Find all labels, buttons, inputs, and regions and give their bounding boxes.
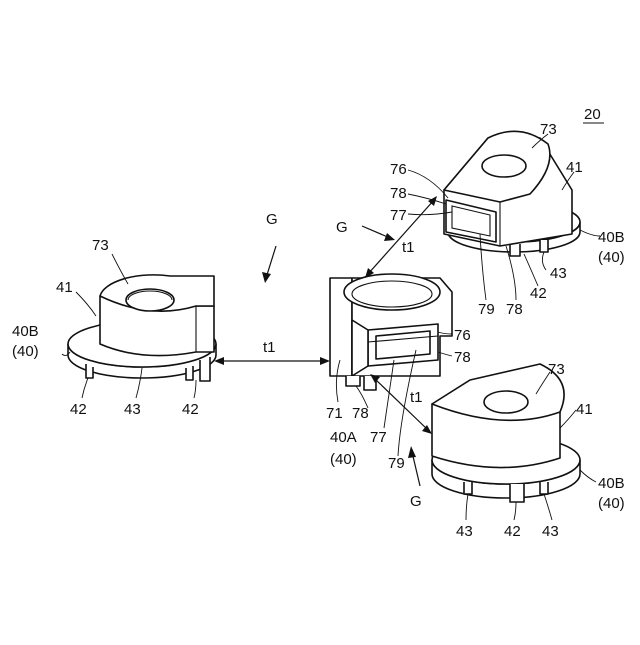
label-lr-41: 41 [576, 401, 593, 418]
label-ur-77: 77 [390, 207, 407, 224]
label-center-40a: 40A [330, 429, 357, 446]
label-left-40: (40) [12, 343, 39, 360]
label-t1-lower: t1 [410, 389, 423, 406]
upper-right-contact-unit [444, 131, 580, 256]
label-left-42a: 42 [70, 401, 87, 418]
lower-right-contact-unit [432, 364, 580, 502]
label-lr-43b: 43 [542, 523, 559, 540]
label-ur-78b: 78 [506, 301, 523, 318]
label-ur-76: 76 [390, 161, 407, 178]
label-ur-40: (40) [598, 249, 625, 266]
label-left-43: 43 [124, 401, 141, 418]
label-ur-78a: 78 [390, 185, 407, 202]
label-ur-73: 73 [540, 121, 557, 138]
figure-number-text: 20 [584, 106, 601, 123]
label-left-41: 41 [56, 279, 73, 296]
label-center-40: (40) [330, 451, 357, 468]
label-ur-43: 43 [550, 265, 567, 282]
label-center-79: 79 [388, 455, 405, 472]
label-ur-40b: 40B [598, 229, 625, 246]
label-center-78b: 78 [352, 405, 369, 422]
label-center-78a: 78 [454, 349, 471, 366]
label-g-bottom: G [410, 493, 422, 510]
label-left-42b: 42 [182, 401, 199, 418]
label-lr-40: (40) [598, 495, 625, 512]
label-g-top-left: G [266, 211, 278, 228]
label-lr-73: 73 [548, 361, 565, 378]
label-g-middle: G [336, 219, 348, 236]
label-t1-upper: t1 [402, 239, 415, 256]
left-contact-unit [68, 275, 216, 381]
label-lr-43a: 43 [456, 523, 473, 540]
label-t1-horizontal: t1 [263, 339, 276, 356]
label-center-71: 71 [326, 405, 343, 422]
label-left-40b: 40B [12, 323, 39, 340]
label-ur-41: 41 [566, 159, 583, 176]
label-center-77: 77 [370, 429, 387, 446]
center-contact-unit [330, 274, 452, 390]
figure-number: 20 [583, 106, 604, 123]
label-left-73: 73 [92, 237, 109, 254]
label-center-76: 76 [454, 327, 471, 344]
label-ur-42: 42 [530, 285, 547, 302]
label-ur-79: 79 [478, 301, 495, 318]
label-lr-40b: 40B [598, 475, 625, 492]
label-lr-42: 42 [504, 523, 521, 540]
